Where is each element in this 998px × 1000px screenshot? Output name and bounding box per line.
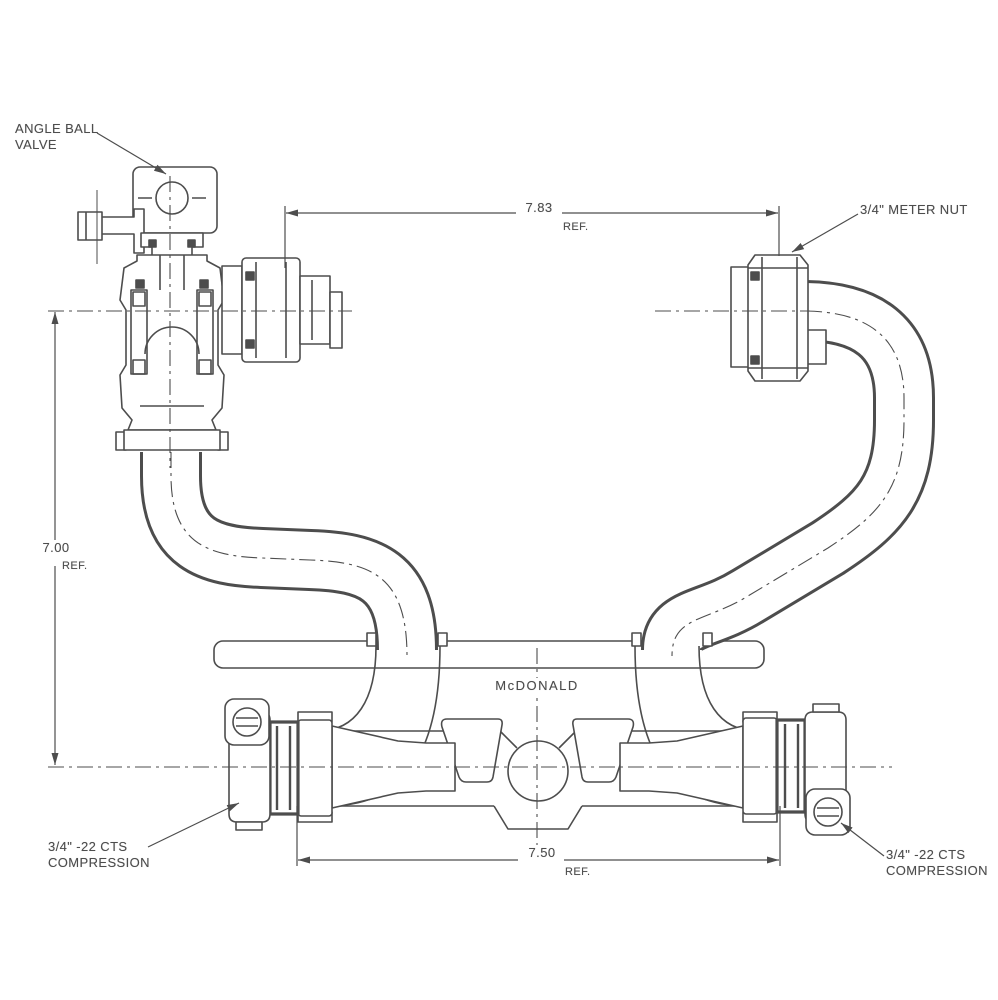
dimension-left-height bbox=[51, 312, 59, 765]
dimension-top-ref: REF. bbox=[563, 221, 589, 233]
test-port bbox=[78, 190, 144, 264]
dimension-bottom-width bbox=[297, 806, 780, 866]
leader-meter-nut bbox=[792, 214, 858, 252]
callout-compression-left-line1: 3/4" -22 CTS bbox=[48, 839, 128, 854]
callout-compression-right-line2: COMPRESSION bbox=[886, 863, 988, 878]
compression-fitting-left bbox=[225, 699, 455, 830]
callout-compression-left: 3/4" -22 CTS COMPRESSION bbox=[48, 839, 150, 871]
leader-compression-right bbox=[841, 823, 884, 856]
dimension-bottom-ref: REF. bbox=[565, 866, 591, 878]
leader-compression-left bbox=[148, 803, 239, 847]
callout-meter-nut: 3/4" METER NUT bbox=[860, 202, 968, 217]
tee-head bbox=[133, 167, 217, 233]
callout-compression-right: 3/4" -22 CTS COMPRESSION bbox=[886, 847, 988, 879]
callout-compression-left-line2: COMPRESSION bbox=[48, 855, 150, 870]
brand-mark: McDONALD bbox=[492, 678, 582, 694]
pipe-solder-collars bbox=[367, 633, 712, 646]
yoke-window-left bbox=[442, 719, 503, 782]
dimension-left-value: 7.00 bbox=[40, 540, 72, 556]
outlet-coupling bbox=[222, 258, 342, 362]
valve-body bbox=[116, 255, 228, 450]
dimension-top-value: 7.83 bbox=[523, 200, 555, 216]
callout-angle-ball-valve: ANGLE BALL VALVE bbox=[15, 121, 99, 153]
callout-compression-right-line1: 3/4" -22 CTS bbox=[886, 847, 966, 862]
leader-lines bbox=[97, 133, 884, 856]
callout-angle-ball-valve-line1: ANGLE BALL bbox=[15, 121, 99, 136]
yoke-top-rail bbox=[214, 641, 764, 668]
meter-nut bbox=[731, 255, 826, 381]
leader-angle-ball-valve bbox=[97, 133, 166, 174]
callout-angle-ball-valve-line2: VALVE bbox=[15, 137, 57, 152]
meter-coupling-boss bbox=[508, 741, 568, 801]
angle-ball-valve bbox=[78, 167, 342, 450]
valve-riser-tube bbox=[171, 452, 407, 650]
dimension-left-ref: REF. bbox=[62, 560, 88, 572]
compression-fitting-right bbox=[618, 702, 852, 837]
dimension-bottom-value: 7.50 bbox=[526, 845, 558, 861]
dimension-top-width bbox=[285, 206, 779, 268]
